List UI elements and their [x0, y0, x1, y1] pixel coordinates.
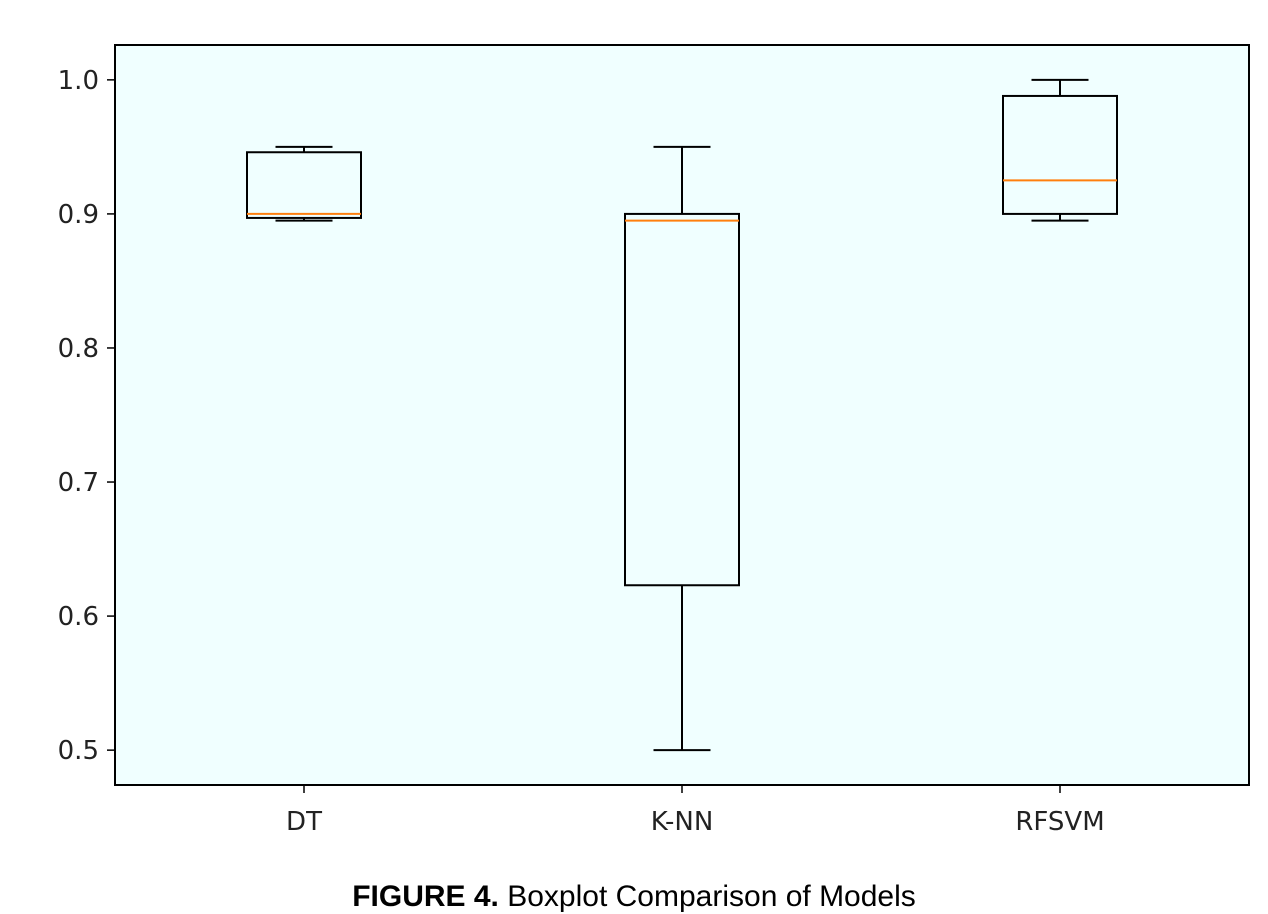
x-tick-label: K-NN — [651, 807, 714, 837]
y-tick-label: 1.0 — [58, 66, 99, 96]
y-tick-label: 0.7 — [58, 468, 99, 498]
y-tick-label: 0.8 — [58, 334, 99, 364]
x-tick-label: RFSVM — [1015, 807, 1104, 837]
y-tick-label: 0.9 — [58, 200, 99, 230]
y-tick-label: 0.6 — [58, 602, 99, 632]
box-dt — [246, 151, 362, 219]
box-k-nn — [624, 212, 740, 587]
figure-caption: FIGURE 4. Boxplot Comparison of Models — [0, 880, 1268, 914]
y-tick-label: 0.5 — [58, 736, 99, 766]
caption-label: FIGURE 4. — [352, 880, 499, 913]
box-rfsvm — [1002, 94, 1118, 215]
caption-text: Boxplot Comparison of Models — [498, 880, 916, 913]
x-tick-label: DT — [286, 807, 322, 837]
plot-frame — [114, 44, 1250, 786]
